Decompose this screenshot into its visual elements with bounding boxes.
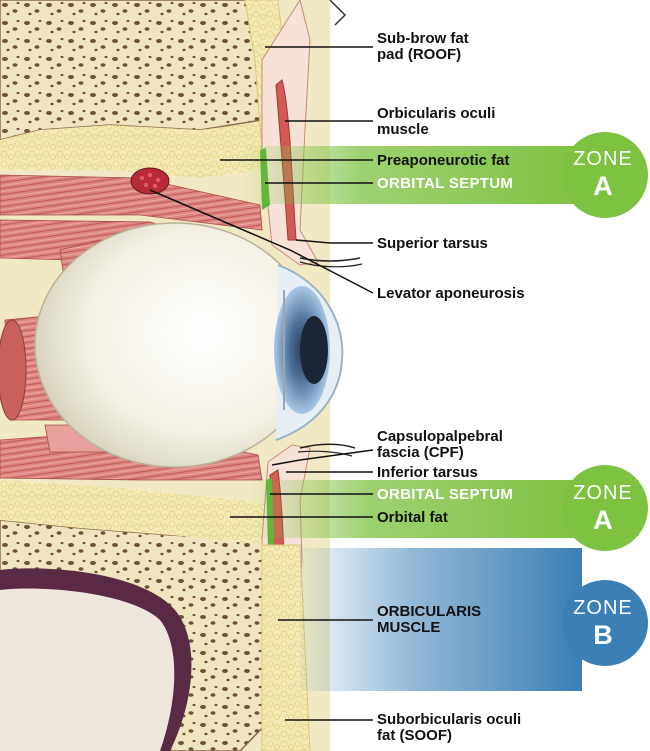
eye-globe [34,222,316,468]
label-sub-brow-fat-pad: Sub-brow fat pad (ROOF) [377,31,469,63]
lower-orbital-fat [0,480,268,545]
label-orbital-fat: Orbital fat [377,509,448,526]
upper-orbital-fat [0,122,262,178]
soof [261,544,311,751]
label-line: Sub-brow fat [377,30,469,47]
zone-a-lower-letter: A [593,505,613,535]
zone-a-lower-badge [562,465,648,551]
label-line: fat (SOOF) [377,727,452,744]
zone-a-upper-band [240,146,582,204]
zone-b-word: ZONE [573,597,633,619]
label-line: pad (ROOF) [377,46,462,63]
zone-a-upper-word: ZONE [573,148,633,170]
label-inferior-tarsus: Inferior tarsus [377,464,478,481]
zone-a-lower-band [250,480,582,538]
label-orbicularis-muscle: ORBICULARIS MUSCLE [377,604,481,636]
zone-a-lower-word: ZONE [573,482,633,504]
label-orbital-septum-upper: ORBITAL SEPTUM [377,175,514,192]
label-line: Suborbicularis oculi [377,711,522,728]
label-levator-aponeurosis: Levator aponeurosis [377,285,525,302]
leader-superior-tarsus [295,239,373,244]
leader-levator [149,189,374,294]
label-orbicularis-oculi-muscle: Orbicularis oculi muscle [377,106,495,138]
label-line: Capsulopalpebral [377,428,503,445]
orbital-roof-bone [0,0,266,141]
zone-b-letter: B [593,620,613,650]
leader-cpf [271,449,374,466]
pupil [300,316,328,384]
label-line: muscle [377,121,429,138]
zone-a-upper-letter: A [593,171,613,201]
label-superior-tarsus: Superior tarsus [377,235,488,252]
label-orbital-septum-lower: ORBITAL SEPTUM [377,486,514,503]
label-line: Orbicularis oculi [377,105,496,122]
label-preaponeurotic-fat: Preaponeurotic fat [377,152,510,169]
label-line: MUSCLE [377,619,441,636]
zone-b-badge [562,580,648,666]
zone-a-upper-badge [562,132,648,218]
label-soof: Suborbicularis oculi fat (SOOF) [377,712,521,744]
label-line: fascia (CPF) [377,444,464,461]
label-line: ORBICULARIS [377,603,482,620]
label-capsulopalpebral-fascia: Capsulopalpebral fascia (CPF) [377,429,503,461]
